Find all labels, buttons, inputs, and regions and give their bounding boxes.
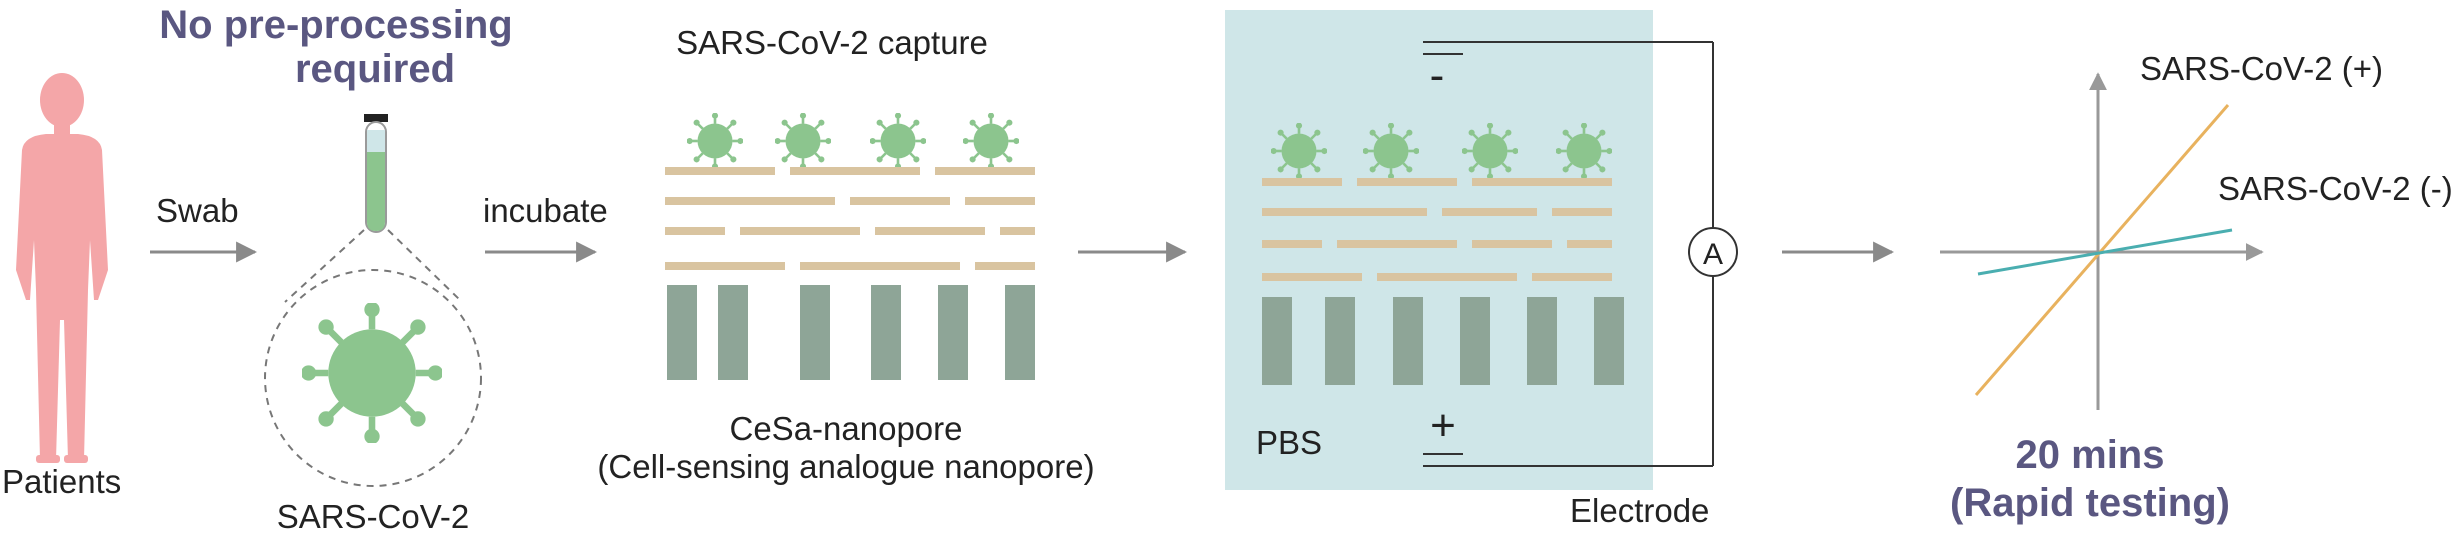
positive-response-line [1974,104,2230,396]
electrode-circuit [1423,41,1714,467]
virus-icon [1271,123,1327,179]
pbs-chamber [1225,10,1653,490]
captured-virus-row [687,113,1019,169]
time-label-line2: (Rapid testing) [1950,481,2230,525]
result-axes [1940,72,2264,410]
pbs-label: PBS [1256,424,1322,461]
virus-icon [775,113,831,169]
capture-title: SARS-CoV-2 capture [676,24,988,61]
ammeter-label: A [1703,238,1723,271]
no-preprocessing-line1: No pre-processing [159,3,512,47]
sample-tube-icon [364,114,388,233]
patients-label: Patients [2,463,121,500]
virus-icon [870,113,926,169]
virus-icon [1462,123,1518,179]
plus-terminal-label: + [1430,401,1456,450]
electrode-label: Electrode [1570,492,1709,529]
ammeter-icon: A [1688,227,1738,277]
nanopore-label-line2: (Cell-sensing analogue nanopore) [597,448,1094,485]
negative-line-label: SARS-CoV-2 (-) [2218,170,2453,207]
virus-icon [963,113,1019,169]
negative-response-line [1977,228,2233,276]
virus-icon [1556,123,1612,179]
nanopore-layers [665,167,1035,270]
chamber-pillars [1262,297,1624,385]
sars-virus-label: SARS-CoV-2 [277,498,470,534]
positive-line-label: SARS-CoV-2 (+) [2140,50,2383,87]
incubate-label: incubate [483,192,608,229]
magnify-dashed-outline [264,229,482,487]
virus-icon [687,113,743,169]
swab-label: Swab [156,192,239,229]
minus-terminal-label: - [1430,51,1445,100]
no-preprocessing-line2: required [295,47,455,91]
virus-icon [1363,123,1419,179]
chamber-layers [1262,178,1612,281]
sars-virus-large-icon [301,302,443,444]
time-label-line1: 20 mins [2016,433,2165,477]
nanopore-pillars [667,285,1035,380]
nanopore-label-line1: CeSa-nanopore [730,410,963,447]
patient-figure-icon [16,73,108,463]
